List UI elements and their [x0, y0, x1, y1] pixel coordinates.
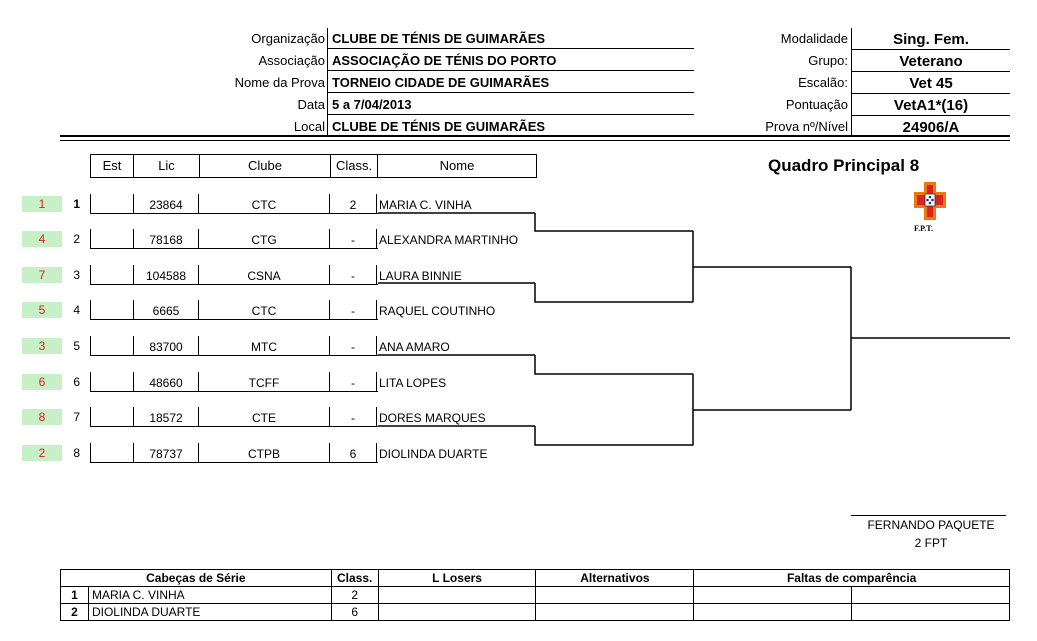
player-lic: 6665 [152, 304, 180, 318]
fpt-logo: F.P.T. [910, 180, 950, 234]
value-modalidade: Sing. Fem. [893, 31, 969, 48]
player-name: DORES MARQUES [379, 411, 486, 425]
draw-position: 5 [73, 339, 80, 353]
player-lic: 48660 [149, 376, 183, 390]
player-lic: 78737 [149, 447, 183, 461]
label-prova-nivel: Prova nº/Nível [765, 119, 848, 134]
player-clube: MTC [251, 340, 277, 354]
label-grupo: Grupo: [808, 53, 848, 68]
value-escalao: Vet 45 [909, 75, 953, 92]
player-lic: 78168 [149, 233, 183, 247]
table-row: 2 DIOLINDA DUARTE 6 [60, 603, 1010, 621]
referee-grade: 2 FPT [914, 536, 948, 550]
seed-badge: 3 [22, 338, 62, 354]
value-associacao: ASSOCIAÇÃO DE TÉNIS DO PORTO [332, 53, 557, 68]
player-name: LITA LOPES [379, 376, 447, 390]
player-lic: 104588 [145, 269, 187, 283]
cross-icon [914, 182, 946, 220]
player-class: - [351, 340, 355, 354]
logo-text: F.P.T. [914, 224, 934, 233]
label-nome-prova: Nome da Prova [234, 75, 325, 90]
player-class: - [351, 376, 355, 390]
label-organizacao: Organização [251, 31, 325, 46]
label-associacao: Associação [258, 53, 325, 68]
player-clube: CTE [252, 411, 276, 425]
value-grupo: Veterano [899, 53, 963, 70]
th-class: Class. [330, 569, 379, 587]
th-alternativos: Alternativos [535, 569, 695, 587]
value-prova-nivel: 24906/A [902, 119, 960, 136]
seed-class: 6 [330, 603, 379, 621]
draw-position: 1 [73, 197, 80, 211]
player-lic: 83700 [149, 340, 183, 354]
seed-badge: 2 [22, 445, 62, 461]
draw-position: 3 [73, 268, 80, 282]
player-clube: CTPB [247, 447, 280, 461]
player-lic: 18572 [149, 411, 183, 425]
draw-position: 2 [73, 232, 80, 246]
seed-badge: 6 [22, 374, 62, 390]
draw-position: 6 [73, 375, 80, 389]
value-organizacao: CLUBE DE TÉNIS DE GUIMARÃES [332, 31, 546, 46]
seeds-table: Cabeças de Série Class. L Losers Alterna… [60, 569, 1010, 621]
player-clube: TCFF [248, 376, 280, 390]
draw-position: 8 [73, 446, 80, 460]
seed-number: 1 [60, 586, 89, 604]
seed-number: 2 [60, 603, 89, 621]
player-name: ANA AMARO [379, 340, 450, 354]
label-local: Local [293, 119, 325, 134]
value-local: CLUBE DE TÉNIS DE GUIMARÃES [332, 119, 546, 134]
player-class: - [351, 304, 355, 318]
player-name: ALEXANDRA MARTINHO [379, 233, 519, 247]
th-cabecas-serie: Cabeças de Série [60, 569, 332, 587]
th-l-losers: L Losers [377, 569, 537, 587]
label-modalidade: Modalidade [780, 31, 848, 46]
value-pontuacao: VetA1*(16) [893, 97, 969, 114]
label-data: Data [297, 97, 325, 112]
draw-position: 7 [73, 410, 80, 424]
player-class: 2 [349, 198, 357, 212]
player-clube: CTG [251, 233, 277, 247]
player-class: - [351, 411, 355, 425]
player-name: RAQUEL COUTINHO [379, 304, 496, 318]
col-header-nome: Nome [377, 154, 537, 178]
player-class: 6 [349, 447, 357, 461]
value-nome-prova: TORNEIO CIDADE DE GUIMARÃES [332, 75, 550, 90]
seed-badge: 4 [22, 231, 62, 247]
seed-name: MARIA C. VINHA [87, 586, 332, 604]
player-class: - [351, 269, 355, 283]
referee-name: FERNANDO PAQUETE [867, 518, 995, 532]
seed-class: 2 [330, 586, 379, 604]
player-name: MARIA C. VINHA [379, 198, 472, 212]
label-pontuacao: Pontuação [785, 97, 848, 112]
player-name: DIOLINDA DUARTE [379, 447, 488, 461]
player-name: LAURA BINNIE [379, 269, 462, 283]
value-data: 5 a 7/04/2013 [332, 97, 412, 112]
player-clube: CTC [251, 198, 277, 212]
draw-title: Quadro Principal 8 [768, 156, 920, 175]
table-row: 1 MARIA C. VINHA 2 [60, 586, 1010, 604]
player-class: - [351, 233, 355, 247]
draw-position: 4 [73, 303, 80, 317]
player-clube: CTC [251, 304, 277, 318]
seed-badge: 7 [22, 267, 62, 283]
seed-badge: 8 [22, 409, 62, 425]
seed-badge: 5 [22, 302, 62, 318]
label-escalao: Escalão: [798, 75, 848, 90]
seed-name: DIOLINDA DUARTE [87, 603, 332, 621]
seed-badge: 1 [22, 196, 62, 212]
player-clube: CSNA [247, 269, 281, 283]
player-lic: 23864 [149, 198, 183, 212]
th-faltas: Faltas de comparência [693, 569, 1010, 587]
